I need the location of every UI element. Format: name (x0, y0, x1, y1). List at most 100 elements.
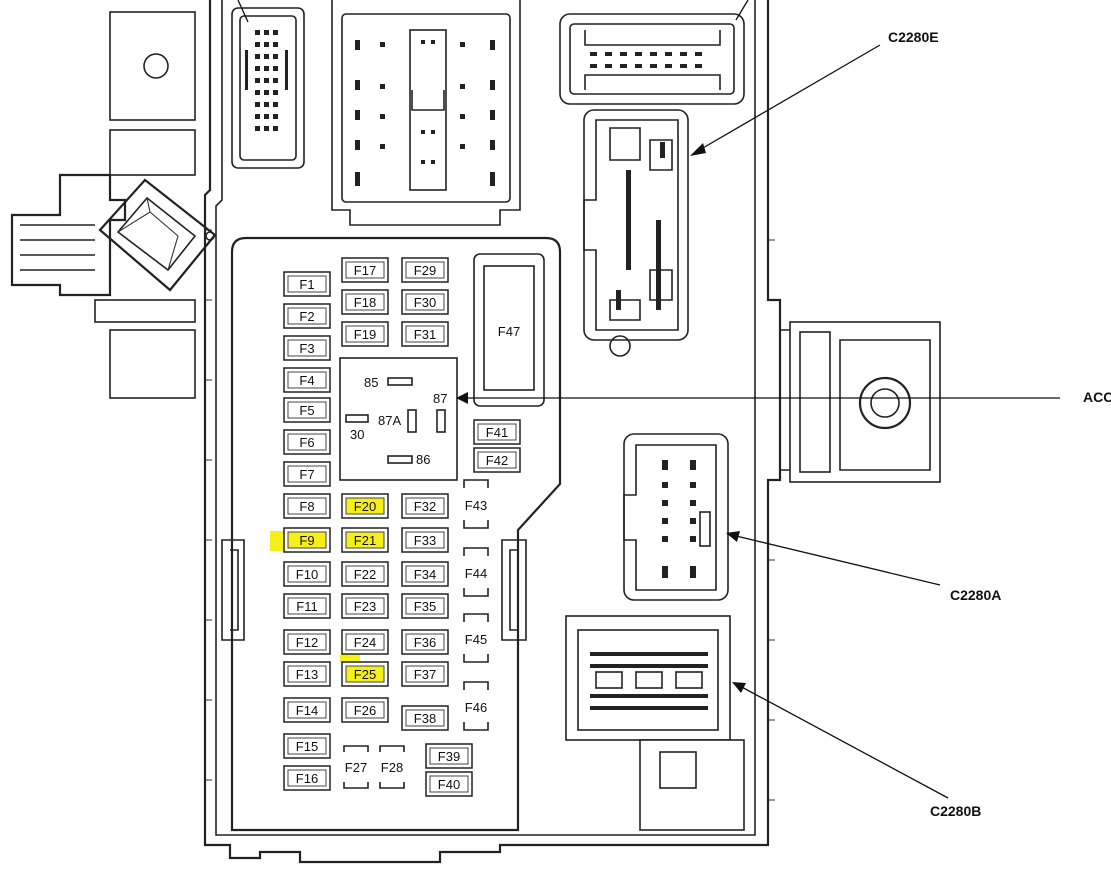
fuse-label: F5 (299, 403, 314, 418)
connector-c2280e-top (559, 0, 749, 105)
fuse-label: F32 (414, 499, 436, 514)
fuse-f25: F25 (341, 661, 389, 687)
fuse-f20: F20 (341, 493, 389, 519)
fuse-f31: F31 (401, 321, 449, 347)
relay-pin-86: 86 (416, 452, 430, 467)
fuse-f3: F3 (283, 335, 331, 361)
fuse-panel (221, 236, 562, 832)
fuse-f44: F44 (463, 547, 489, 597)
fuse-f2: F2 (283, 303, 331, 329)
fuse-f29: F29 (401, 257, 449, 283)
fuse-label: F9 (299, 533, 314, 548)
fuse-f38: F38 (401, 705, 449, 731)
fuse-label: F19 (354, 327, 376, 342)
fuse-f1: F1 (283, 271, 331, 297)
fuse-f45: F45 (463, 613, 489, 663)
fuse-f12: F12 (283, 629, 331, 655)
fuse-f14: F14 (283, 697, 331, 723)
fuse-label: F21 (354, 533, 376, 548)
top-connector-center (331, 0, 521, 226)
fuse-f11: F11 (283, 593, 331, 619)
fuse-f18: F18 (341, 289, 389, 315)
fuse-f7: F7 (283, 461, 331, 487)
fuse-f22: F22 (341, 561, 389, 587)
fuse-label: F13 (296, 667, 318, 682)
fuse-f27: F27 (343, 745, 369, 789)
fuse-label: F47 (498, 324, 520, 339)
f25-highlight-mark (340, 654, 360, 662)
fuse-label: F30 (414, 295, 436, 310)
fuse-f13: F13 (283, 661, 331, 687)
fuse-f32: F32 (401, 493, 449, 519)
fuse-f8: F8 (283, 493, 331, 519)
fuse-label: F37 (414, 667, 436, 682)
connector-c2280a (623, 433, 729, 601)
fuse-f6: F6 (283, 429, 331, 455)
fuse-f42: F42 (473, 447, 521, 473)
left-mounting-blocks (94, 11, 196, 399)
connector-c2280e (583, 109, 689, 357)
fuse-label: F1 (299, 277, 314, 292)
fuse-label: F11 (296, 599, 317, 614)
right-mounting-block (780, 321, 941, 483)
fuse-f41: F41 (473, 419, 521, 445)
fuse-label: F26 (354, 703, 376, 718)
fuse-label: F23 (354, 599, 376, 614)
fuse-label: F15 (296, 739, 318, 754)
fuse-label: F31 (414, 327, 436, 342)
fuse-f33: F33 (401, 527, 449, 553)
fuse-f30: F30 (401, 289, 449, 315)
fuse-label: F45 (465, 632, 487, 647)
top-connector-left (231, 0, 305, 169)
relay-pin-87: 87 (433, 391, 447, 406)
fuse-label: F22 (354, 567, 376, 582)
fuse-f10: F10 (283, 561, 331, 587)
fuse-f28: F28 (379, 745, 405, 789)
fuse-label: F40 (438, 777, 460, 792)
fuse-f19: F19 (341, 321, 389, 347)
fuse-label: F7 (299, 467, 314, 482)
fuse-f24: F24 (341, 629, 389, 655)
fuse-label: F18 (354, 295, 376, 310)
fuse-f16: F16 (283, 765, 331, 791)
fuse-label: F29 (414, 263, 436, 278)
fuse-label: F8 (299, 499, 314, 514)
fuse-f37: F37 (401, 661, 449, 687)
relay-pin-85: 85 (364, 375, 378, 390)
fuse-f36: F36 (401, 629, 449, 655)
fuse-label: F3 (299, 341, 314, 356)
fuse-label: F12 (296, 635, 318, 650)
fuse-f4: F4 (283, 367, 331, 393)
fuse-label: F42 (486, 453, 508, 468)
fuse-f34: F34 (401, 561, 449, 587)
callout-acc: ACC (1083, 389, 1111, 405)
relay-pin-87a: 87A (378, 413, 401, 428)
fuse-f9: F9 (283, 527, 331, 553)
fuse-f39: F39 (425, 743, 473, 769)
callout-c2280e: C2280E (888, 29, 939, 45)
fuse-label: F35 (414, 599, 436, 614)
callout-c2280b: C2280B (930, 803, 981, 819)
callout-c2280a: C2280A (950, 587, 1001, 603)
fuse-label: F46 (465, 700, 487, 715)
fuse-label: F24 (354, 635, 376, 650)
fuse-label: F17 (354, 263, 376, 278)
fuse-f26: F26 (341, 697, 389, 723)
relay-pin-30: 30 (350, 427, 364, 442)
fuse-label: F41 (486, 425, 508, 440)
fuse-f35: F35 (401, 593, 449, 619)
fuse-label: F6 (299, 435, 314, 450)
fuse-label: F38 (414, 711, 436, 726)
fuse-label: F27 (345, 760, 367, 775)
fuse-label: F2 (299, 309, 314, 324)
fuse-label: F36 (414, 635, 436, 650)
fuse-f46: F46 (463, 681, 489, 731)
fuse-f17: F17 (341, 257, 389, 283)
fuse-label: F28 (381, 760, 403, 775)
fuse-label: F33 (414, 533, 436, 548)
left-bracket (10, 173, 217, 297)
fuse-label: F43 (465, 498, 487, 513)
fuse-f23: F23 (341, 593, 389, 619)
